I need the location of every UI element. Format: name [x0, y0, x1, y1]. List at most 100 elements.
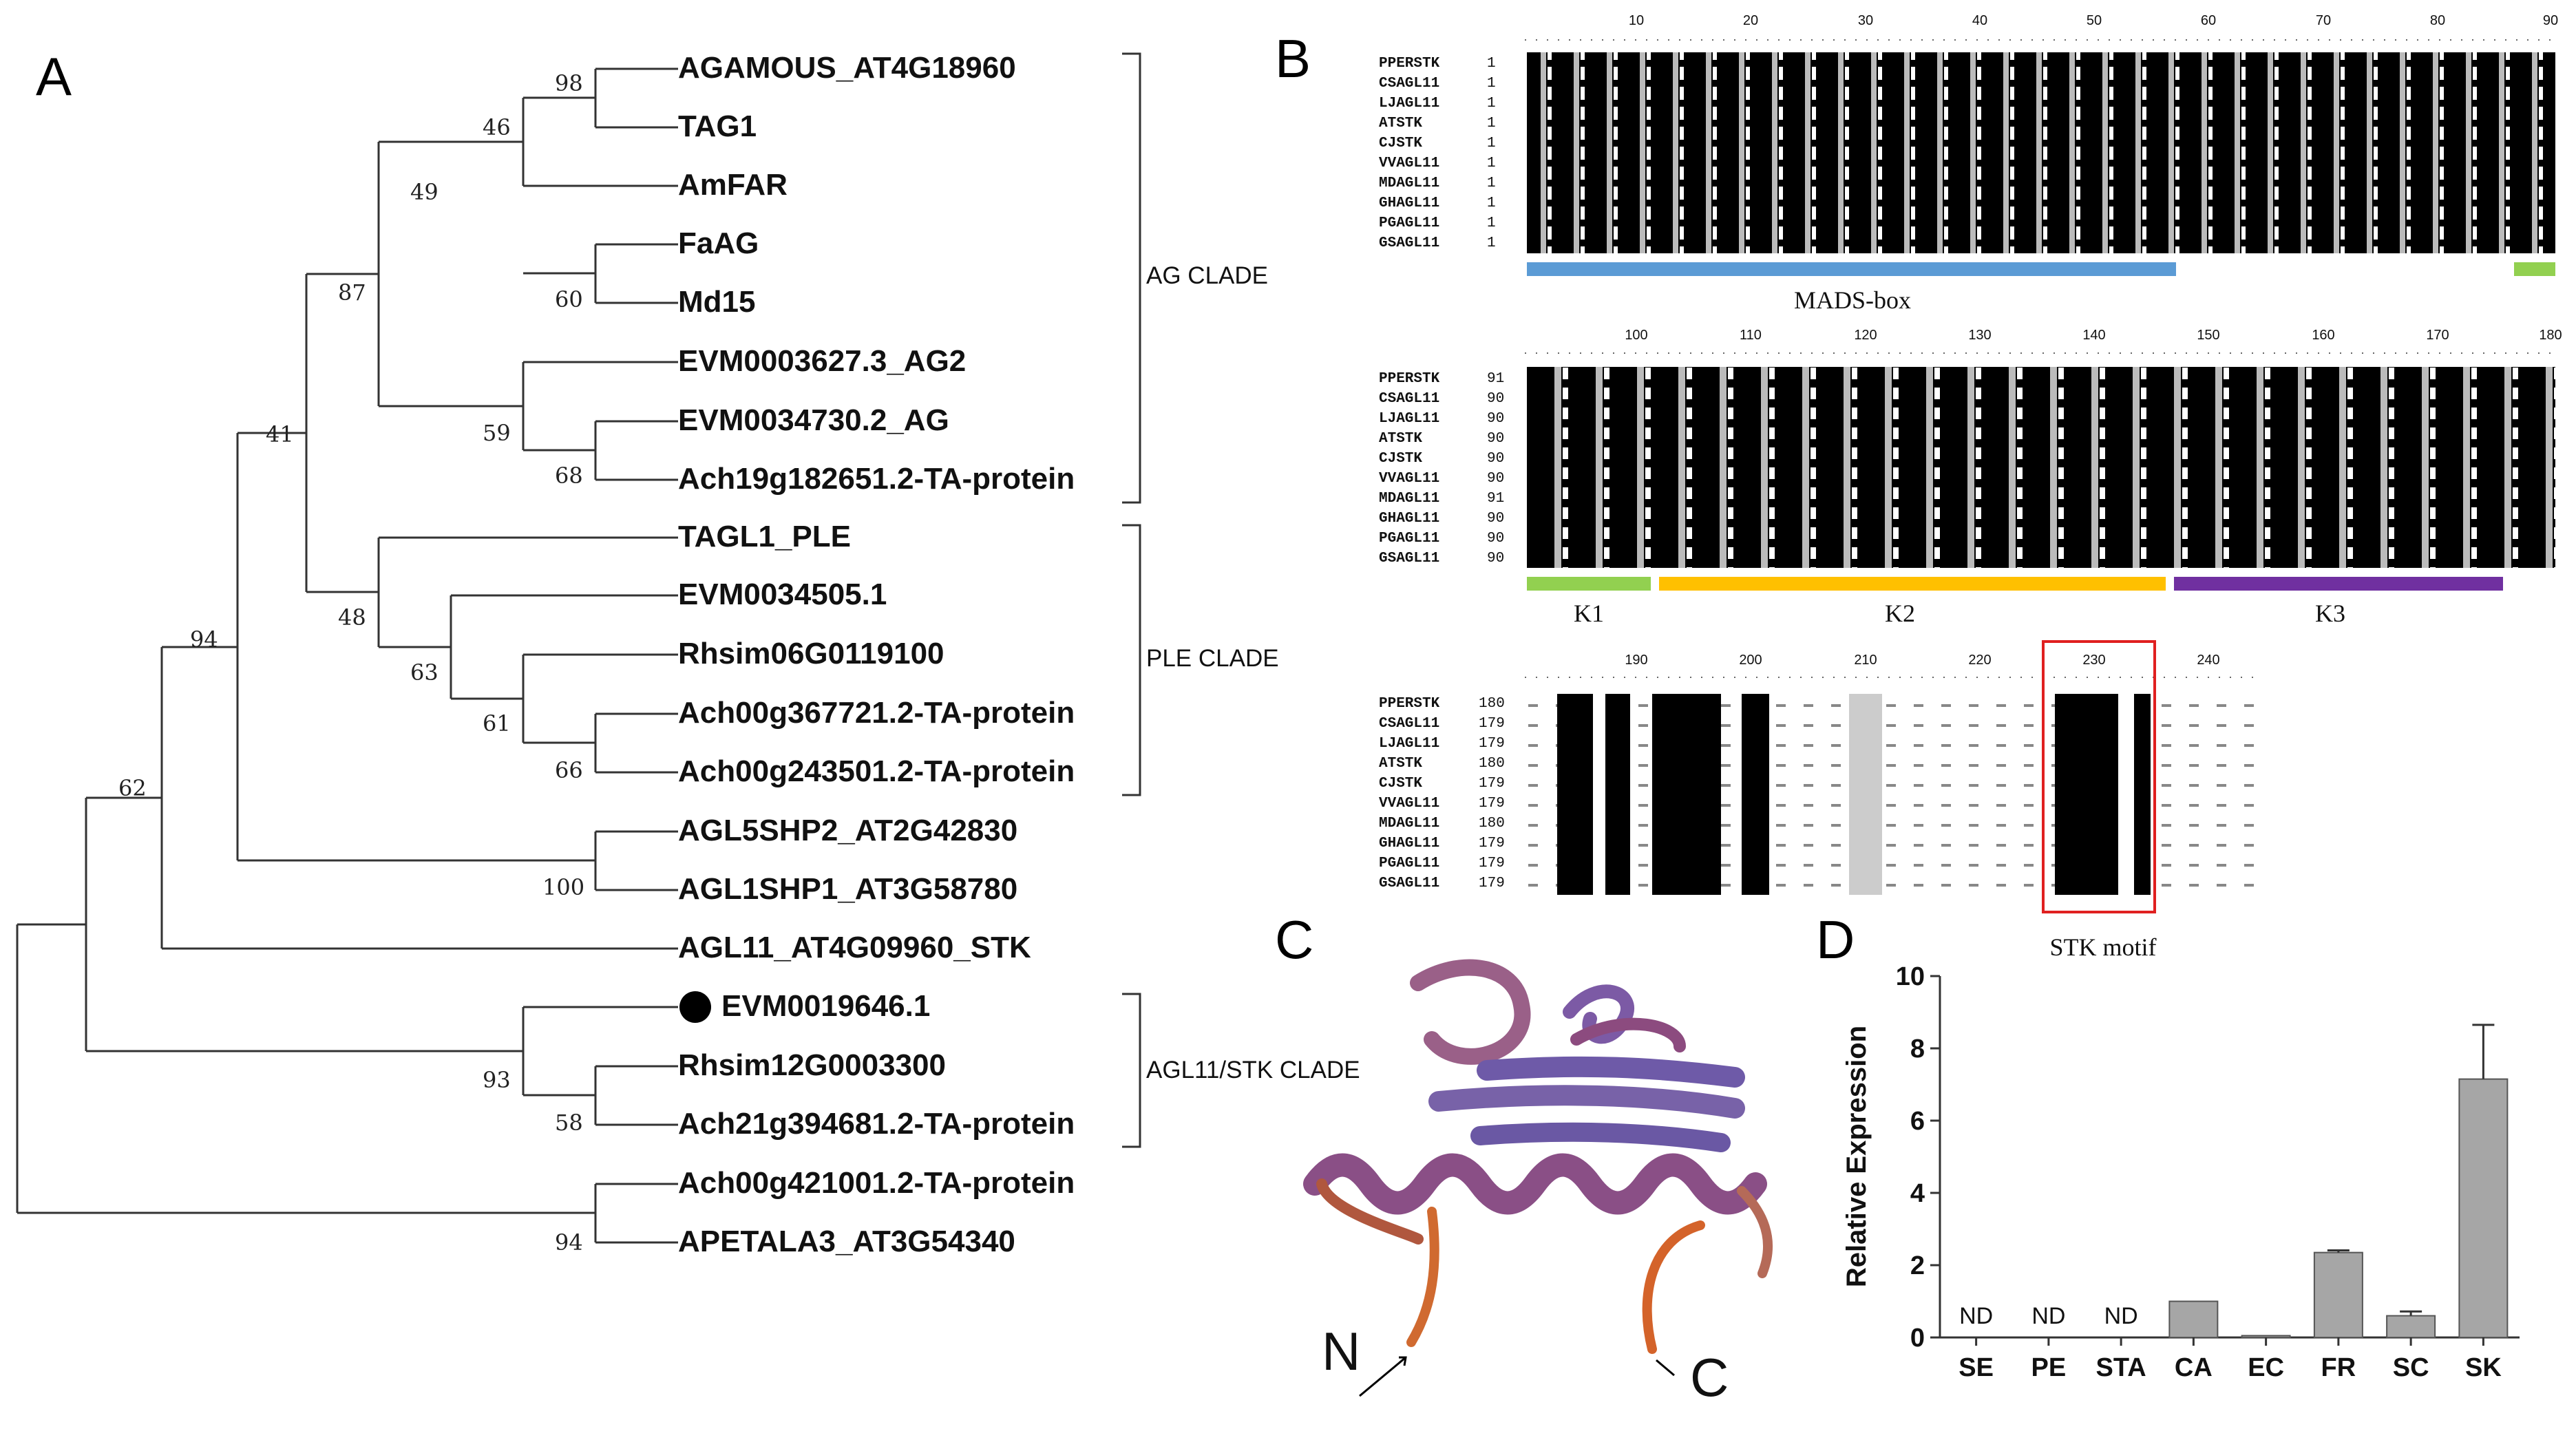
ruler-number: 100 [1625, 328, 1647, 343]
domain-bar-k3 [2174, 577, 2503, 591]
ruler-number: 130 [1968, 328, 1991, 343]
domain-bar-mads-box [1527, 262, 2176, 276]
ruler-number: 230 [2082, 653, 2105, 668]
stk-motif-label: STK motif [2049, 933, 2156, 961]
bootstrap-value: 68 [555, 463, 583, 489]
leaf-label: Ach00g243501.2-TA-protein [678, 754, 1075, 788]
sequence-start: 1 [1487, 195, 1496, 211]
domain-label-k3: K3 [2315, 600, 2345, 627]
sequence-start: 1 [1487, 156, 1496, 171]
x-tick-label: SE [1959, 1353, 1994, 1382]
bootstrap-value: 62 [118, 775, 147, 801]
domain-bar-k1-start [2514, 262, 2555, 276]
sequence-name: CJSTK [1379, 451, 1422, 467]
bootstrap-value: 94 [555, 1229, 583, 1256]
bootstrap-value: 48 [338, 604, 366, 631]
n-terminus-arrowhead [1399, 1356, 1407, 1366]
sequence-start: 1 [1487, 96, 1496, 112]
panel-label-b: B [1275, 28, 1311, 89]
alignment-block-2: 100 110 120 130 140 150 160 170 180 PPER… [1379, 328, 2562, 627]
n-terminus-label: N [1322, 1321, 1360, 1382]
ruler-number: 120 [1854, 328, 1877, 343]
protein-ribbon-structure [1303, 959, 1773, 1354]
sequence-name: GSAGL11 [1379, 551, 1439, 567]
leaf-label: Ach19g182651.2-TA-protein [678, 462, 1075, 496]
ruler-number: 50 [2087, 13, 2102, 28]
sequence-start: 90 [1487, 391, 1504, 407]
leaf-label: Md15 [678, 285, 755, 319]
domain-label-k1: K1 [1574, 600, 1604, 627]
sequence-name: CSAGL11 [1379, 391, 1439, 407]
panel-label-d: D [1816, 909, 1855, 970]
sequence-start: 179 [1479, 776, 1505, 792]
sequence-start: 179 [1479, 876, 1505, 891]
ruler-number: 180 [2539, 328, 2562, 343]
leaf-label: AGL1SHP1_AT3G58780 [678, 872, 1017, 906]
sequence-start: 179 [1479, 736, 1505, 752]
sequence-name: PGAGL11 [1379, 856, 1439, 871]
sequence-start: 1 [1487, 235, 1496, 251]
alignment-block-1: 10 20 30 40 50 60 70 80 90 PPERSTK CSAGL… [1379, 13, 2558, 314]
sequence-names: PPERSTK CSAGL11 LJAGL11 ATSTK CJSTK VVAG… [1379, 696, 1440, 891]
ruler-number: 60 [2201, 13, 2216, 28]
bootstrap-value: 94 [190, 626, 218, 653]
highlight-dot-icon [679, 991, 711, 1023]
leaf-label: Ach00g421001.2-TA-protein [678, 1166, 1075, 1200]
domain-label-mads-box: MADS-box [1794, 286, 1911, 314]
x-tick-label: CA [2175, 1353, 2213, 1382]
bootstrap-value: 49 [410, 179, 439, 205]
alignment-residue-grid [1527, 52, 2555, 253]
leaf-label-highlighted: EVM0019646.1 [721, 989, 930, 1023]
sequence-name: LJAGL11 [1379, 736, 1439, 752]
y-tick-label: 0 [1910, 1324, 1925, 1353]
sequence-start: 1 [1487, 136, 1496, 151]
ruler-number: 20 [1743, 13, 1758, 28]
panel-b: B 10 20 30 40 50 60 70 80 90 PPERSTK CSA… [1275, 13, 2562, 961]
sequence-start: 90 [1487, 551, 1504, 567]
sequence-start: 180 [1479, 816, 1505, 832]
sequence-start: 1 [1487, 215, 1496, 231]
sequence-name: LJAGL11 [1379, 96, 1439, 112]
leaf-label: EVM0034505.1 [678, 578, 887, 611]
sequence-start: 1 [1487, 176, 1496, 191]
panel-c: C N C [1275, 909, 1773, 1408]
tree-branches [16, 67, 678, 1244]
sequence-start-numbers: 91 90 90 90 90 90 91 90 90 90 [1487, 371, 1504, 567]
alignment-block-3: 190 200 210 220 230 240 PPERSTK CSAGL11 … [1379, 640, 2262, 961]
bootstrap-value: 63 [410, 659, 439, 686]
ruler-number: 80 [2430, 13, 2445, 28]
ruler-number: 200 [1739, 653, 1762, 668]
ruler-number: 70 [2316, 13, 2331, 28]
sequence-start-numbers: 1 1 1 1 1 1 1 1 1 1 [1487, 56, 1496, 251]
bar-ec [2241, 1335, 2291, 1338]
sequence-start: 1 [1487, 116, 1496, 131]
ruler-number: 240 [2197, 653, 2219, 668]
sequence-name: ATSTK [1379, 756, 1422, 772]
sequence-name: ATSTK [1379, 431, 1422, 447]
sequence-start: 90 [1487, 411, 1504, 427]
sequence-name: CSAGL11 [1379, 76, 1439, 92]
sequence-name: MDAGL11 [1379, 491, 1439, 507]
sequence-start-numbers: 180 179 179 180 179 179 180 179 179 179 [1479, 696, 1505, 891]
bootstrap-value: 46 [483, 114, 511, 140]
bootstrap-values: 98 46 49 60 87 59 68 41 48 63 61 66 94 1… [118, 70, 584, 1256]
bar-sk [2458, 1078, 2509, 1338]
leaf-label: FaAG [678, 226, 759, 260]
sequence-name: VVAGL11 [1379, 471, 1439, 487]
leaf-label: TAGL1_PLE [678, 520, 851, 553]
y-tick-label: 8 [1910, 1035, 1925, 1063]
bootstrap-value: 98 [555, 70, 583, 96]
ruler-number: 150 [2197, 328, 2219, 343]
error-bar-sc [2400, 1310, 2422, 1316]
ruler-number: 10 [1629, 13, 1644, 28]
bootstrap-value: 66 [555, 757, 583, 783]
sequence-name: CJSTK [1379, 776, 1422, 792]
leaf-label: Ach21g394681.2-TA-protein [678, 1107, 1075, 1141]
leaf-label: AGL5SHP2_AT2G42830 [678, 814, 1017, 847]
leaf-label: EVM0034730.2_AG [678, 403, 949, 437]
x-tick-label: FR [2321, 1353, 2356, 1382]
sequence-start: 1 [1487, 76, 1496, 92]
ruler-number: 110 [1740, 328, 1762, 343]
sequence-name: MDAGL11 [1379, 176, 1439, 191]
